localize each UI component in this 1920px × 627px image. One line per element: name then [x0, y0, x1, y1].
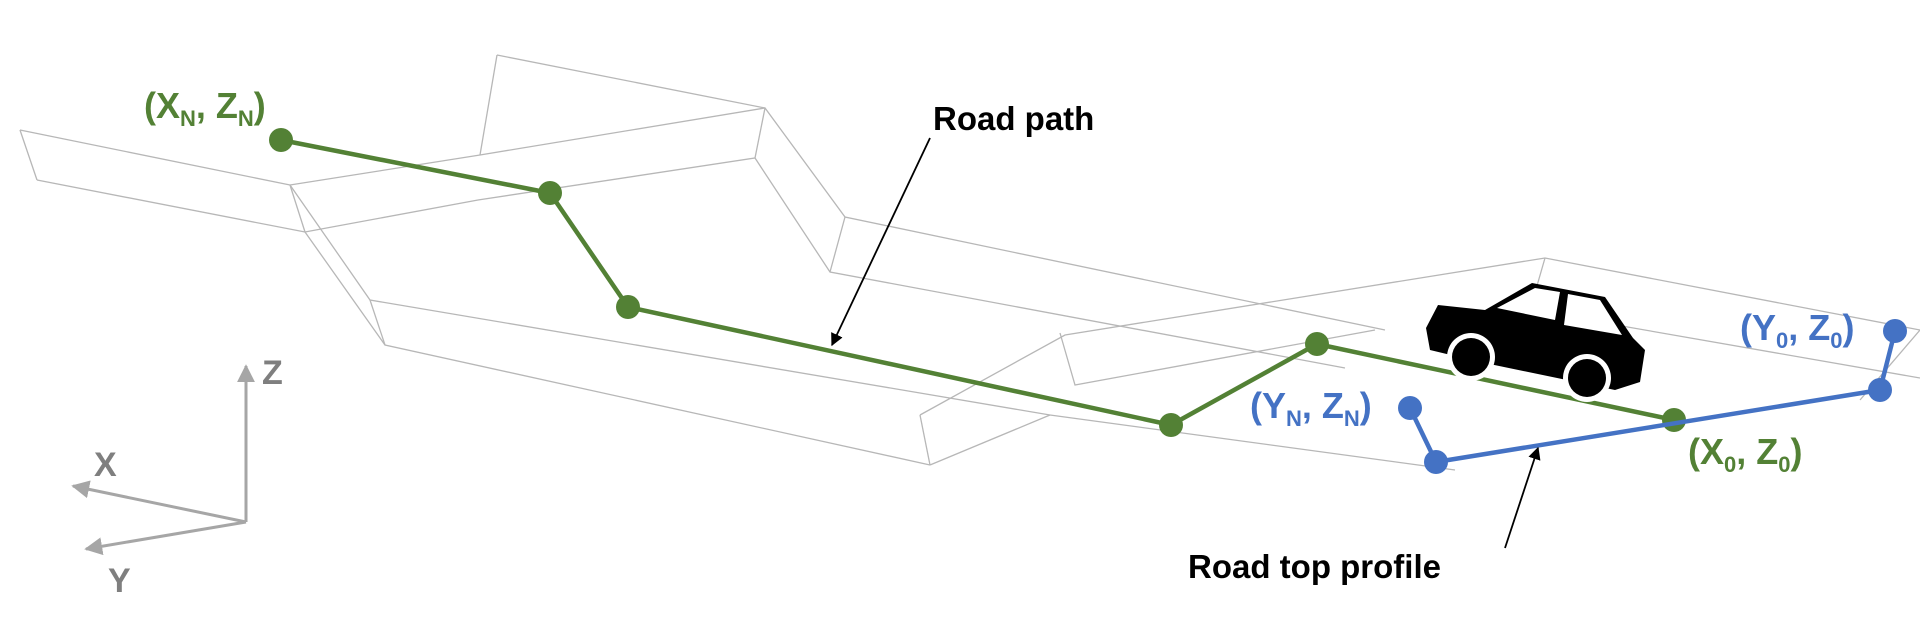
top-profile-point: [1424, 450, 1448, 474]
road-path-start-label: (XN, ZN): [144, 85, 266, 131]
y-axis-label: Y: [108, 562, 131, 600]
road-path-point: [1305, 332, 1329, 356]
road-path-point: [1159, 413, 1183, 437]
road-wireframe: [19, 54, 1920, 471]
car-icon: [1426, 283, 1645, 402]
top-profile-start-label: (YN, ZN): [1250, 385, 1372, 431]
top-profile-point: [1398, 396, 1422, 420]
top-profile-end-label: (Y0, Z0): [1740, 307, 1855, 353]
road-path-point: [538, 181, 562, 205]
x-axis-label: X: [94, 446, 117, 484]
top-profile-point: [1868, 378, 1892, 402]
z-axis-label: Z: [262, 354, 283, 392]
road-top-profile-label: Road top profile: [1188, 548, 1441, 585]
road-path-line: [269, 128, 1686, 437]
x-axis: [71, 480, 247, 524]
axes-triad: [71, 364, 255, 556]
road-path-arrow: [831, 137, 931, 347]
road-top-profile-line: [1398, 319, 1907, 474]
road-top-profile-arrow: [1504, 446, 1541, 549]
road-path-point: [616, 295, 640, 319]
y-axis: [84, 520, 247, 556]
road-path-end-label: (X0, Z0): [1688, 431, 1803, 477]
road-path-label: Road path: [933, 100, 1094, 137]
top-profile-point: [1883, 319, 1907, 343]
road-path-point: [269, 128, 293, 152]
